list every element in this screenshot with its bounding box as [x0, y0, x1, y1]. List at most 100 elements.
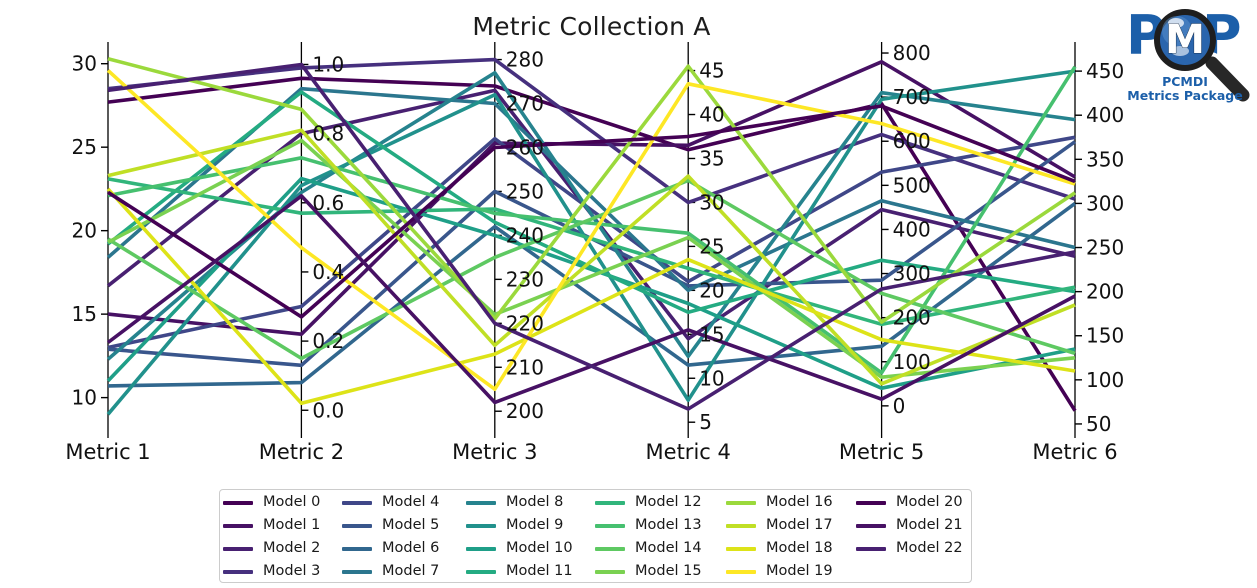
legend-swatch	[856, 523, 886, 528]
tick-label: 220	[506, 311, 544, 335]
legend-item-model-20: Model 20	[856, 491, 963, 514]
legend-label: Model 22	[896, 540, 963, 556]
legend-swatch	[595, 523, 625, 528]
tick-label: 230	[506, 267, 544, 291]
legend-label: Model 21	[896, 517, 963, 533]
axis-label-metric-1: Metric 1	[65, 440, 150, 464]
tick-label: 100	[893, 350, 931, 374]
tick-label: 200	[893, 306, 931, 330]
legend-item-model-10: Model 10	[466, 537, 573, 560]
legend-swatch	[342, 500, 372, 505]
legend-item-model-4: Model 4	[342, 491, 439, 514]
tick-label: 210	[506, 355, 544, 379]
tick-label: 40	[699, 103, 724, 127]
legend-item-model-21: Model 21	[856, 514, 963, 537]
tick-label: 270	[506, 92, 544, 116]
axes-layer	[101, 42, 1082, 438]
legend-label: Model 0	[263, 494, 321, 510]
tick-label: 0.8	[312, 122, 344, 146]
legend-item-model-14: Model 14	[595, 537, 702, 560]
legend-item-model-0: Model 0	[223, 491, 320, 514]
legend-swatch	[466, 569, 496, 574]
legend-swatch	[223, 500, 253, 505]
legend-label: Model 12	[635, 494, 702, 510]
legend-label: Model 18	[766, 540, 833, 556]
model-line-17	[107, 128, 1076, 386]
tick-label: 25	[699, 234, 724, 258]
legend-label: Model 10	[506, 540, 573, 556]
tick-label: 700	[893, 85, 931, 109]
legend-swatch	[223, 546, 253, 551]
tick-label: 600	[893, 129, 931, 153]
tick-label: 15	[699, 322, 724, 346]
tick-label: 250	[506, 179, 544, 203]
tick-label: 10	[72, 386, 97, 410]
tick-label: 10	[699, 366, 724, 390]
legend-item-model-16: Model 16	[726, 491, 833, 514]
legend-swatch	[726, 569, 756, 574]
tick-label: 50	[1086, 412, 1111, 436]
tick-label: 0.6	[312, 191, 344, 215]
model-line-20	[107, 104, 1076, 319]
logo-magnifier-handle	[1205, 56, 1250, 102]
tick-label: 5	[699, 410, 712, 434]
pmp-logo: P P M PCMDI Metrics Package	[1125, 3, 1252, 103]
axis-label-metric-2: Metric 2	[259, 440, 344, 464]
legend-label: Model 20	[896, 494, 963, 510]
model-line-14	[107, 178, 1076, 361]
model-line-3	[107, 57, 1076, 205]
legend-swatch	[342, 569, 372, 574]
legend-label: Model 19	[766, 563, 833, 579]
logo-text-metrics-package: Metrics Package	[1127, 88, 1242, 103]
model-line-16	[107, 56, 1077, 324]
model-line-11	[106, 90, 1076, 315]
series-layer	[106, 56, 1077, 416]
legend-label: Model 3	[263, 563, 321, 579]
tick-label: 0	[893, 394, 906, 418]
legend-swatch	[342, 523, 372, 528]
legend-item-model-9: Model 9	[466, 514, 563, 537]
logo-continent	[1171, 46, 1189, 56]
tick-label: 15	[72, 302, 97, 326]
tick-label: 0.2	[312, 329, 344, 353]
legend-label: Model 15	[635, 563, 702, 579]
legend-item-model-6: Model 6	[342, 537, 439, 560]
model-line-0	[107, 76, 1077, 412]
legend-item-model-22: Model 22	[856, 537, 963, 560]
model-line-22	[107, 62, 1076, 411]
legend-swatch	[726, 500, 756, 505]
tick-label: 280	[506, 48, 544, 72]
chart-title: Metric Collection A	[472, 12, 711, 41]
legend-swatch	[595, 500, 625, 505]
tick-label: 200	[1086, 280, 1124, 304]
logo-continent	[1189, 25, 1201, 33]
tick-label: 250	[1086, 236, 1124, 260]
legend-label: Model 2	[263, 540, 321, 556]
legend-swatch	[595, 546, 625, 551]
logo-letter-m: M	[1165, 17, 1205, 63]
tick-label: 150	[1086, 324, 1124, 348]
tick-label: 100	[1086, 368, 1124, 392]
legend-item-model-5: Model 5	[342, 514, 439, 537]
tick-label: 20	[72, 219, 97, 243]
tick-label: 30	[72, 52, 97, 76]
tick-label: 0.0	[312, 398, 344, 422]
legend-label: Model 6	[382, 540, 440, 556]
legend-swatch	[466, 523, 496, 528]
legend-swatch	[466, 500, 496, 505]
tick-label: 300	[1086, 191, 1124, 215]
model-line-15	[107, 138, 1076, 380]
legend-label: Model 1	[263, 517, 321, 533]
tick-label: 20	[699, 278, 724, 302]
legend-item-model-13: Model 13	[595, 514, 702, 537]
tick-label: 200	[506, 399, 544, 423]
legend-item-model-17: Model 17	[726, 514, 833, 537]
legend-swatch	[223, 569, 253, 574]
legend-swatch	[595, 569, 625, 574]
legend-item-model-3: Model 3	[223, 560, 320, 583]
legend-swatch	[223, 523, 253, 528]
